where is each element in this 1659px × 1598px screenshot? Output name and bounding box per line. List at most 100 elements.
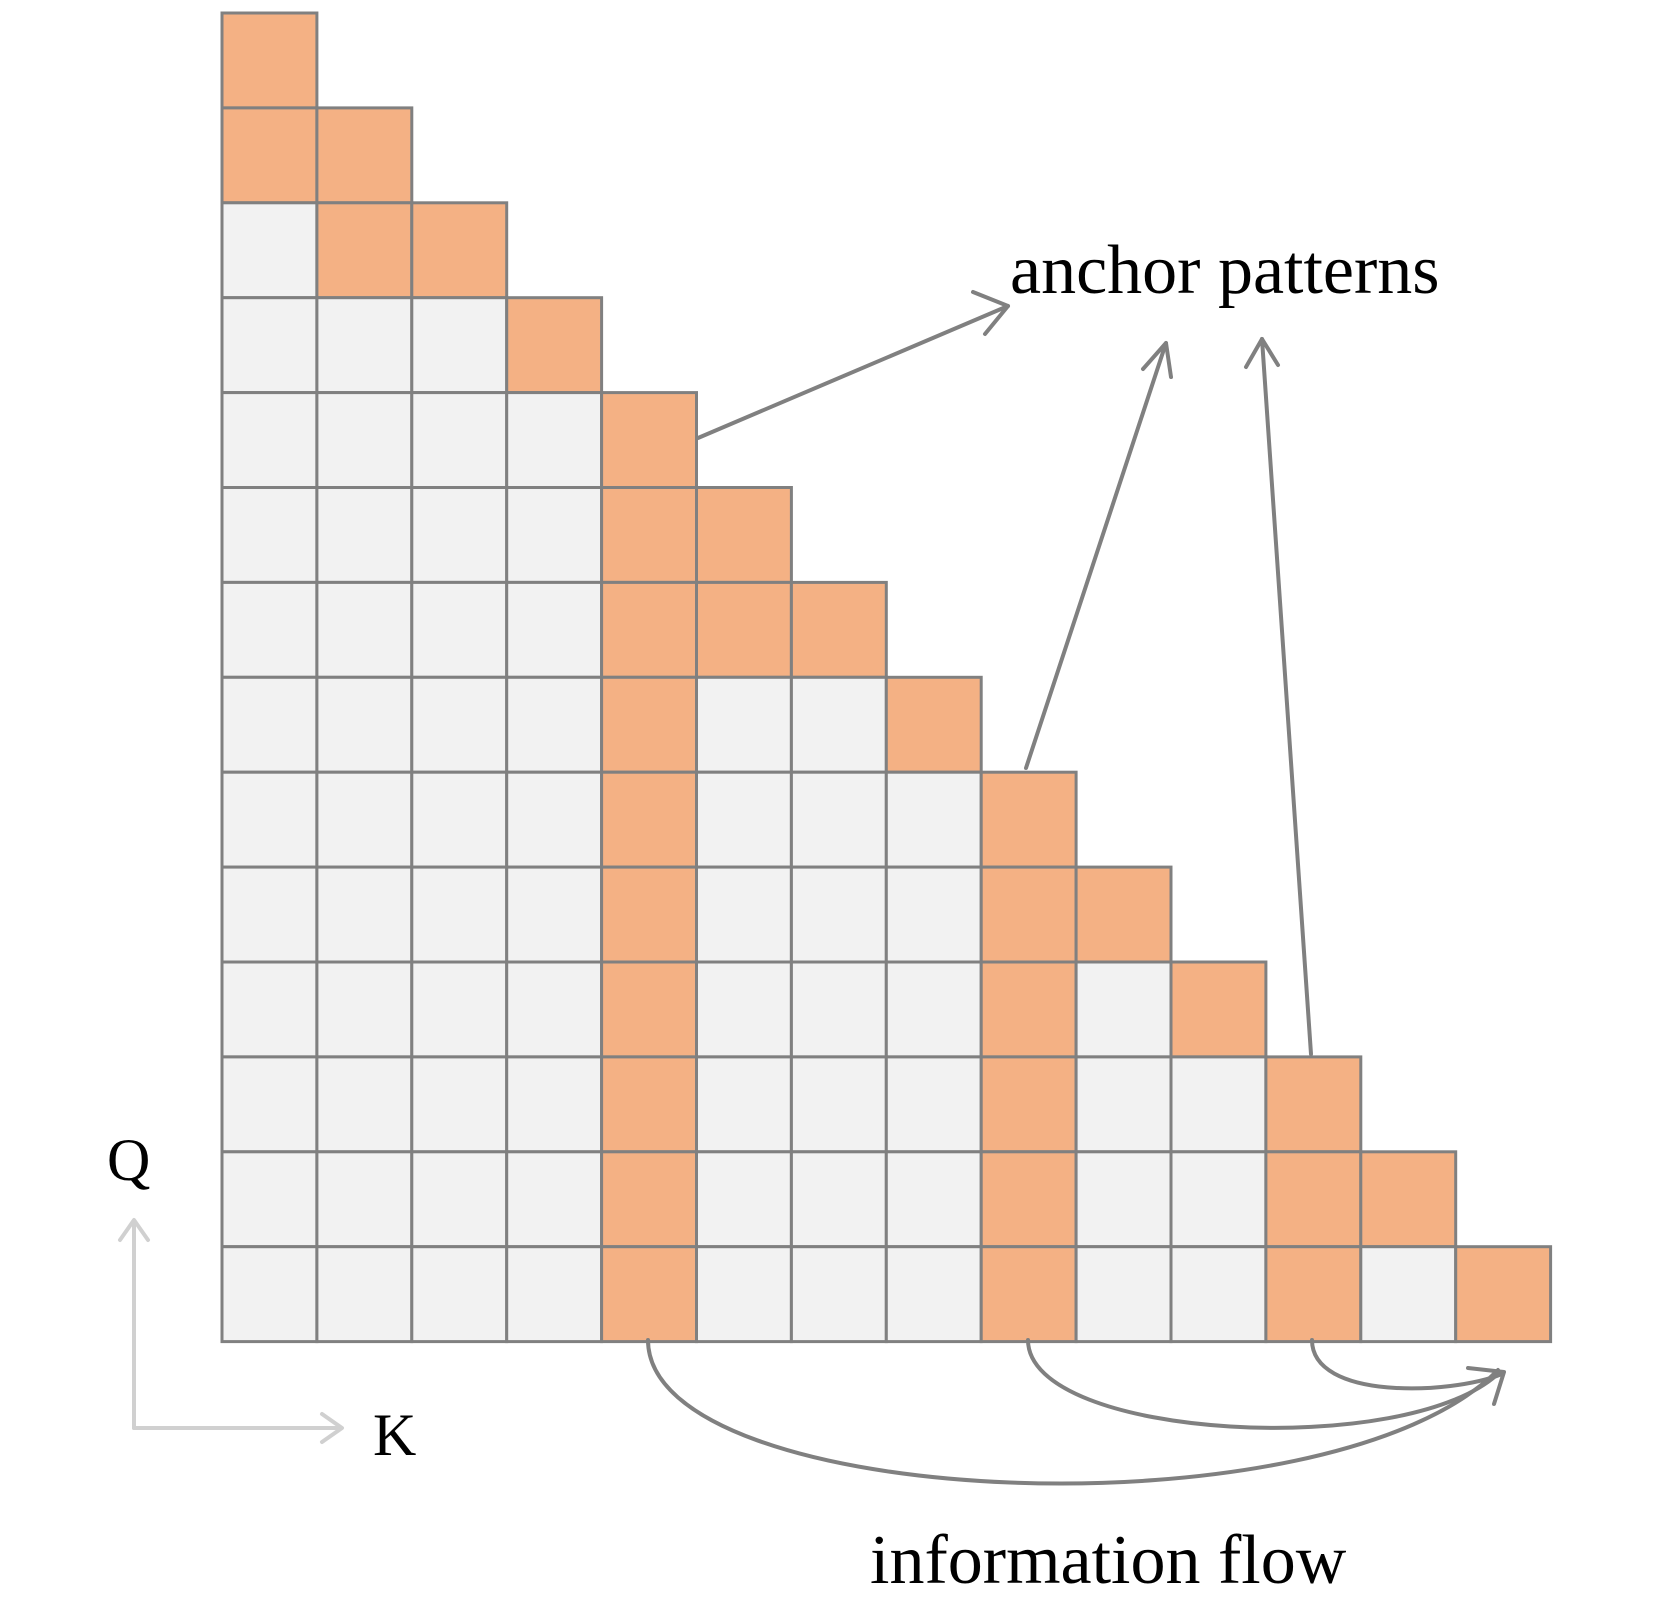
grid-cell <box>884 1245 983 1344</box>
grid-cell <box>410 1055 509 1154</box>
anchor-cell <box>600 865 698 964</box>
grid-cell <box>505 1150 604 1249</box>
grid-cell <box>220 865 319 964</box>
grid-cell <box>695 865 793 964</box>
q-axis-label: Q <box>107 1127 150 1193</box>
grid-cell <box>315 1055 414 1154</box>
anchor-cell <box>600 486 698 584</box>
information-flow-label: information flow <box>870 1522 1347 1598</box>
grid-cell <box>315 391 414 490</box>
k-axis-label: K <box>373 1402 416 1468</box>
anchor-arrow-3 <box>1244 337 1313 1056</box>
grid-cell <box>315 675 414 774</box>
anchor-cell <box>1264 1245 1363 1344</box>
grid-cell <box>315 580 414 679</box>
anchor-cell <box>600 1150 698 1249</box>
anchor-cell <box>600 960 698 1059</box>
anchor-patterns-label: anchor patterns <box>1010 232 1440 309</box>
anchor-cell <box>1169 960 1268 1059</box>
grid-cell <box>1169 1055 1268 1154</box>
grid-cell <box>315 960 414 1059</box>
anchor-cell <box>600 391 698 490</box>
grid-cell <box>220 486 319 584</box>
grid-cell <box>789 1055 888 1154</box>
grid-cell <box>410 865 509 964</box>
grid-cell <box>505 865 604 964</box>
grid-cell <box>789 865 888 964</box>
grid-cell <box>505 580 604 679</box>
grid-cell <box>410 1150 509 1249</box>
anchor-cell <box>979 960 1078 1059</box>
grid-cell <box>505 486 604 584</box>
anchor-cell <box>505 296 604 395</box>
grid-cell <box>315 1150 414 1249</box>
grid-cell <box>884 865 983 964</box>
grid-cell <box>1359 1245 1458 1344</box>
grid-cell <box>220 1245 319 1344</box>
grid-cell <box>789 1245 888 1344</box>
grid-cell <box>220 1055 319 1154</box>
grid-cell <box>505 1055 604 1154</box>
grid-cell <box>695 1055 793 1154</box>
anchor-cell <box>600 1245 698 1344</box>
grid-cell <box>789 675 888 774</box>
grid-cell <box>1074 1150 1173 1249</box>
anchor-cell <box>410 201 509 300</box>
anchor-cell <box>695 580 793 679</box>
k-axis-arrow <box>132 1412 344 1444</box>
grid-cell <box>695 960 793 1059</box>
grid-cell <box>220 580 319 679</box>
anchor-cell <box>600 675 698 774</box>
grid-cell <box>410 296 509 395</box>
anchor-cell <box>600 770 698 869</box>
grid-cell <box>695 770 793 869</box>
grid-cell <box>884 1150 983 1249</box>
anchor-arrows <box>696 290 1313 1056</box>
grid-cell <box>410 391 509 490</box>
anchor-cell <box>315 106 414 205</box>
anchor-cell <box>884 675 983 774</box>
grid-cell <box>1169 1150 1268 1249</box>
grid-cell <box>410 675 509 774</box>
grid-cell <box>220 770 319 869</box>
anchor-cell <box>979 770 1078 869</box>
anchor-cell <box>979 1055 1078 1154</box>
grid-cell <box>410 580 509 679</box>
grid-cell <box>1074 1055 1173 1154</box>
anchor-cell <box>600 1055 698 1154</box>
grid-cell <box>505 1245 604 1344</box>
grid-cell <box>695 1150 793 1249</box>
anchor-cell <box>220 11 319 110</box>
attention-grid <box>220 11 1553 1344</box>
anchor-cell <box>979 1150 1078 1249</box>
grid-cell <box>410 486 509 584</box>
information-flow-arrows <box>646 1338 1506 1486</box>
grid-cell <box>220 675 319 774</box>
grid-cell <box>1074 960 1173 1059</box>
grid-cell <box>1074 1245 1173 1344</box>
anchor-cell <box>315 201 414 300</box>
grid-cell <box>410 960 509 1059</box>
grid-cell <box>789 770 888 869</box>
grid-cell <box>220 960 319 1059</box>
grid-cell <box>220 201 319 300</box>
anchor-cell <box>1454 1245 1553 1344</box>
grid-cell <box>315 1245 414 1344</box>
grid-cell <box>789 1150 888 1249</box>
grid-cell <box>505 770 604 869</box>
grid-cell <box>884 960 983 1059</box>
grid-cell <box>315 865 414 964</box>
grid-cell <box>505 960 604 1059</box>
anchor-cell <box>1264 1055 1363 1154</box>
grid-cell <box>884 1055 983 1154</box>
flow-arrowhead <box>1466 1366 1506 1406</box>
grid-cell <box>884 770 983 869</box>
anchor-cell <box>1264 1150 1363 1249</box>
grid-cell <box>220 296 319 395</box>
grid-cell <box>695 675 793 774</box>
q-axis-arrow <box>118 1218 150 1430</box>
grid-cell <box>315 770 414 869</box>
grid-cell <box>410 770 509 869</box>
anchor-cell <box>979 1245 1078 1344</box>
flow-curve-2 <box>1026 1338 1502 1430</box>
